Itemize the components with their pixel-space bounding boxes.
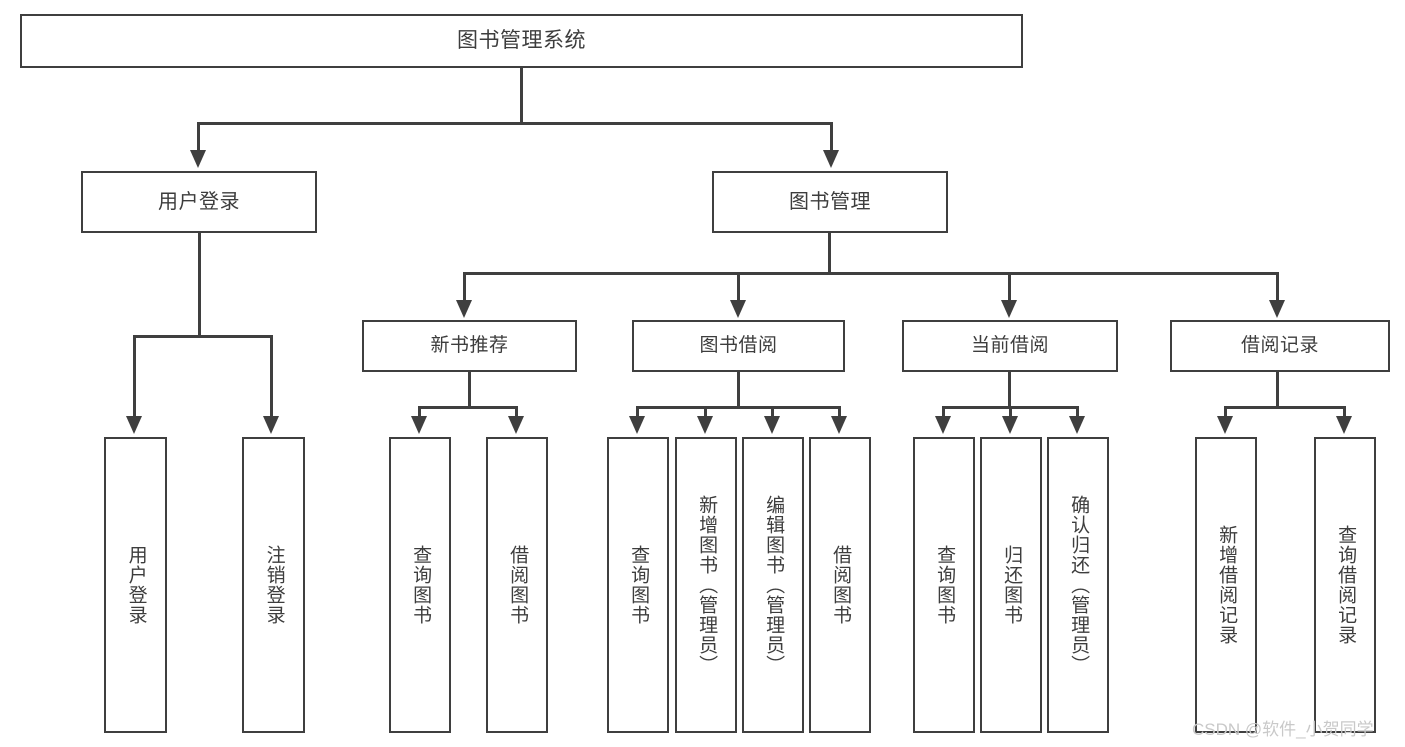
edge-br-stem [1276,372,1279,406]
node-leaf-confirm-return[interactable]: 确认归还（管理员） [1047,437,1109,733]
edge-cb-to-leaf-2 [1009,406,1012,418]
edge-bb-to-leaf-3 [771,406,774,418]
edge-book-management-bus [463,272,1279,275]
arrow-bm-to-new-book-recommend [456,300,472,318]
edge-br-bus [1224,406,1346,409]
edge-bb-to-leaf-4 [838,406,841,418]
node-label: 借阅图书 [830,545,852,625]
edge-user-login-stem [198,233,201,335]
node-label: 查询图书 [628,545,650,625]
edge-bb-bus [636,406,841,409]
arrow-br-to-leaf-1 [1217,416,1233,434]
node-label: 借阅记录 [1240,335,1319,357]
node-label: 归还图书 [1001,545,1023,625]
edge-nbr-to-leaf-2 [515,406,518,418]
node-book-borrow[interactable]: 图书借阅 [632,320,845,372]
arrow-cb-to-leaf-1 [935,416,951,434]
node-leaf-borrow-book-recommend[interactable]: 借阅图书 [486,437,548,733]
arrow-nbr-to-leaf-1 [411,416,427,434]
edge-nbr-to-leaf-1 [418,406,421,418]
edge-root-to-user-login [197,122,200,151]
edge-br-to-leaf-1 [1224,406,1227,418]
edge-cb-to-leaf-1 [942,406,945,418]
arrow-bm-to-borrow-record [1269,300,1285,318]
arrow-br-to-leaf-2 [1336,416,1352,434]
node-label: 借阅图书 [507,545,529,625]
node-current-borrow[interactable]: 当前借阅 [902,320,1118,372]
node-leaf-add-book[interactable]: 新增图书（管理员） [675,437,737,733]
node-leaf-return-book[interactable]: 归还图书 [980,437,1042,733]
node-label: 确认归还（管理员） [1068,495,1090,675]
node-user-login[interactable]: 用户登录 [81,171,317,233]
edge-user-login-to-leaf-1 [133,335,136,417]
node-borrow-record[interactable]: 借阅记录 [1170,320,1390,372]
node-leaf-borrow-book[interactable]: 借阅图书 [809,437,871,733]
edge-nbr-bus [418,406,518,409]
node-leaf-query-borrow-record[interactable]: 查询借阅记录 [1314,437,1376,733]
edge-bb-to-leaf-2 [704,406,707,418]
edge-bm-to-borrow-record [1276,272,1279,301]
node-label: 当前借阅 [970,335,1049,357]
arrow-cb-to-leaf-3 [1069,416,1085,434]
edge-user-login-to-leaf-2 [270,335,273,417]
arrow-bm-to-current-borrow [1001,300,1017,318]
arrow-nbr-to-leaf-2 [508,416,524,434]
arrow-bb-to-leaf-1 [629,416,645,434]
edge-root-bus [197,122,833,125]
arrow-user-login-to-leaf-1 [126,416,142,434]
edge-book-management-stem [828,233,831,272]
edge-bm-to-current-borrow [1008,272,1011,301]
node-new-book-recommend[interactable]: 新书推荐 [362,320,577,372]
edge-nbr-stem [468,372,471,406]
edge-cb-stem [1008,372,1011,406]
arrow-bm-to-book-borrow [730,300,746,318]
node-label: 用户登录 [158,190,240,213]
node-book-management-system[interactable]: 图书管理系统 [20,14,1023,68]
node-label: 图书管理系统 [457,28,586,52]
edge-cb-to-leaf-3 [1076,406,1079,418]
edge-bm-to-new-book-recommend [463,272,466,301]
edge-br-to-leaf-2 [1343,406,1346,418]
node-label: 新书推荐 [430,335,509,357]
edge-bb-to-leaf-1 [636,406,639,418]
node-leaf-user-login[interactable]: 用户登录 [104,437,167,733]
node-leaf-edit-book[interactable]: 编辑图书（管理员） [742,437,804,733]
arrow-cb-to-leaf-2 [1002,416,1018,434]
edge-bm-to-book-borrow [737,272,740,301]
node-label: 查询图书 [934,545,956,625]
node-leaf-query-book-recommend[interactable]: 查询图书 [389,437,451,733]
node-label: 新增图书（管理员） [696,495,718,675]
node-leaf-query-book-current[interactable]: 查询图书 [913,437,975,733]
arrow-bb-to-leaf-2 [697,416,713,434]
node-leaf-add-borrow-record[interactable]: 新增借阅记录 [1195,437,1257,733]
node-label: 新增借阅记录 [1216,525,1238,645]
edge-root-to-book-management [830,122,833,151]
arrow-user-login-to-leaf-2 [263,416,279,434]
arrow-bb-to-leaf-4 [831,416,847,434]
node-label: 用户登录 [125,545,147,625]
node-book-management[interactable]: 图书管理 [712,171,948,233]
edge-user-login-bus [133,335,273,338]
edge-root-stem [520,68,523,122]
node-label: 编辑图书（管理员） [763,495,785,675]
node-leaf-logout-login[interactable]: 注销登录 [242,437,305,733]
node-label: 查询图书 [410,545,432,625]
arrow-bb-to-leaf-3 [764,416,780,434]
edge-bb-stem [737,372,740,406]
arrow-root-to-book-management [823,150,839,168]
node-label: 查询借阅记录 [1335,525,1357,645]
node-label: 图书管理 [789,190,871,213]
node-label: 注销登录 [263,545,285,625]
node-leaf-query-book-borrow[interactable]: 查询图书 [607,437,669,733]
node-label: 图书借阅 [699,335,778,357]
arrow-root-to-user-login [190,150,206,168]
